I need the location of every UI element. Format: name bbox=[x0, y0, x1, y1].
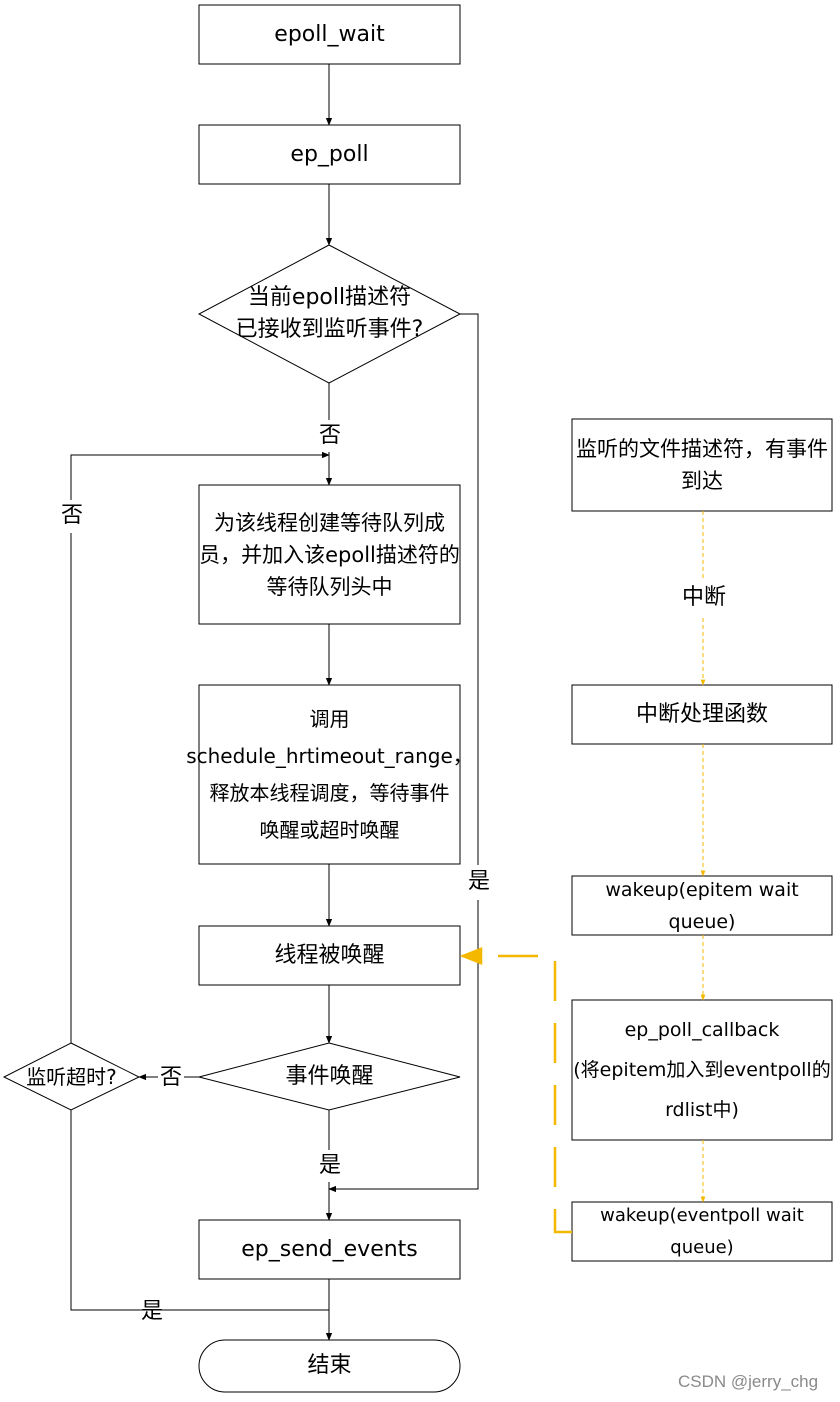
text-epoll-wait: epoll_wait bbox=[274, 21, 385, 47]
text-event-wakeup: 事件唤醒 bbox=[285, 1064, 374, 1089]
label-interrupt: 中断 bbox=[682, 585, 727, 610]
watermark: CSDN @jerry_chg bbox=[678, 1372, 819, 1391]
line-check-yes bbox=[460, 313, 479, 865]
box-ep-poll-callback bbox=[571, 999, 833, 1141]
text-check-events: 当前epoll描述符 已接收到监听事件? bbox=[235, 285, 424, 342]
box-schedule bbox=[198, 684, 461, 865]
label-check-yes: 是 bbox=[468, 869, 491, 894]
label-check-no: 否 bbox=[319, 423, 342, 448]
box-ep-poll bbox=[198, 124, 461, 185]
box-create-wait-entry bbox=[198, 484, 461, 625]
text-listen-timeout: 监听超时? bbox=[26, 1065, 117, 1089]
text-thread-woken: 线程被唤醒 bbox=[274, 942, 385, 968]
text-interrupt-handler: 中断处理函数 bbox=[635, 701, 768, 727]
text-ep-send-events: ep_send_events bbox=[241, 1236, 418, 1262]
label-timeout-yes: 是 bbox=[141, 1299, 164, 1324]
text-fd-event-arrives: 监听的文件描述符，有事件 到达 bbox=[576, 437, 828, 493]
box-epoll-wait bbox=[198, 4, 461, 65]
box-ep-send-events bbox=[198, 1219, 461, 1280]
label-event-no: 否 bbox=[160, 1065, 183, 1090]
arrow-timeout-yes-to-end bbox=[70, 1110, 329, 1311]
box-interrupt-handler bbox=[571, 684, 833, 745]
text-wakeup-eventpoll: wakeup(eventpoll wait queue) bbox=[600, 1204, 804, 1258]
label-event-yes: 是 bbox=[319, 1153, 342, 1178]
arrow-check-yes-to-send bbox=[328, 900, 479, 1193]
text-end: 结束 bbox=[307, 1353, 352, 1378]
box-fd-event-arrives bbox=[571, 418, 833, 512]
text-schedule: 调用 schedule_hrtimeout_range， 释放本线程调度，等待事… bbox=[186, 706, 473, 842]
label-timeout-no: 否 bbox=[61, 503, 84, 528]
text-ep-poll: ep_poll bbox=[290, 141, 369, 167]
text-create-wait-entry: 为该线程创建等待队列成 员，并加入该epoll描述符的 等待队列头中 bbox=[199, 510, 460, 599]
arrow-timeout-no-loop bbox=[70, 451, 330, 500]
dash-eventpoll-to-thread-woken bbox=[459, 947, 572, 1234]
text-ep-poll-callback: ep_poll_callback (将epitem加入到eventpoll的 r… bbox=[573, 1019, 831, 1121]
text-wakeup-epitem: wakeup(epitem wait queue) bbox=[605, 878, 799, 933]
box-wakeup-epitem bbox=[571, 875, 833, 936]
